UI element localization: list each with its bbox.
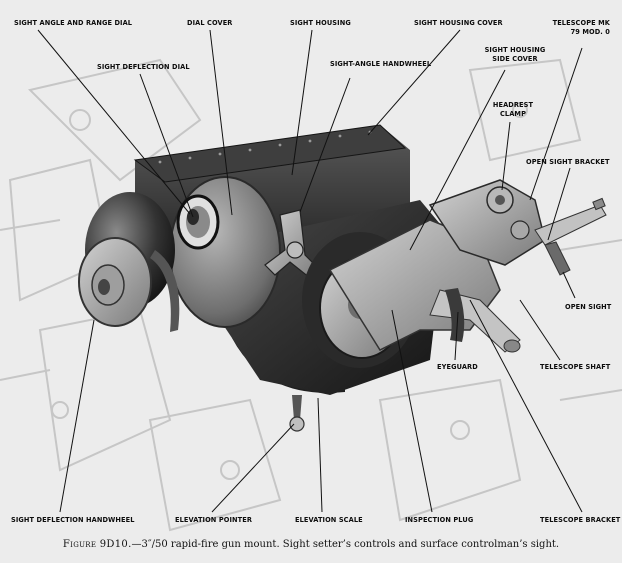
elevation-pointer [292, 395, 302, 420]
label-dial-cover: DIAL COVER [187, 19, 233, 27]
label-open-sight: OPEN SIGHT [565, 303, 612, 311]
label-sight-angle-handwheel: SIGHT-ANGLE HANDWHEEL [330, 60, 432, 68]
eyeguard [445, 288, 465, 342]
figure-caption: Figure 9D10.—3″/50 rapid-fire gun mount.… [0, 539, 622, 550]
label-eyeguard: EYEGUARD [437, 363, 478, 371]
label-elevation-scale: ELEVATION SCALE [295, 516, 363, 524]
label-inspection-plug: INSPECTION PLUG [405, 516, 474, 524]
leader-lines [37, 29, 583, 513]
sight-housing-cover [133, 124, 407, 183]
label-telescope-mk-line2: 79 MOD. 0 [570, 28, 610, 36]
open-sight-bracket [534, 204, 607, 246]
label-telescope-mk-line1: TELESCOPE MK [552, 19, 610, 27]
background-machinery [0, 58, 622, 532]
gun-mount-illustration [0, 29, 622, 532]
label-sight-housing-side-cover-line1: SIGHT HOUSING [484, 46, 546, 54]
label-sight-deflection-dial: SIGHT DEFLECTION DIAL [97, 63, 190, 71]
label-telescope-bracket: TELESCOPE BRACKET [540, 516, 621, 524]
caption-text: —3″/50 rapid-fire gun mount. Sight sette… [131, 539, 560, 550]
open-sight [544, 241, 571, 276]
label-sight-housing-cover: SIGHT HOUSING COVER [414, 19, 503, 27]
label-headrest-clamp-line1: HEADREST [492, 101, 534, 109]
label-sight-angle-and-range-dial: SIGHT ANGLE AND RANGE DIAL [14, 19, 133, 27]
label-sight-deflection-handwheel: SIGHT DEFLECTION HANDWHEEL [11, 516, 135, 524]
label-headrest-clamp-line2: CLAMP [499, 110, 527, 118]
label-sight-housing: SIGHT HOUSING [290, 19, 351, 27]
label-sight-housing-side-cover-line2: SIDE COVER [492, 55, 538, 63]
label-telescope-shaft: TELESCOPE SHAFT [540, 363, 611, 371]
label-elevation-pointer: ELEVATION POINTER [175, 516, 253, 524]
label-open-sight-bracket: OPEN SIGHT BRACKET [526, 158, 610, 166]
figure-number: Figure 9D10. [62, 539, 132, 550]
